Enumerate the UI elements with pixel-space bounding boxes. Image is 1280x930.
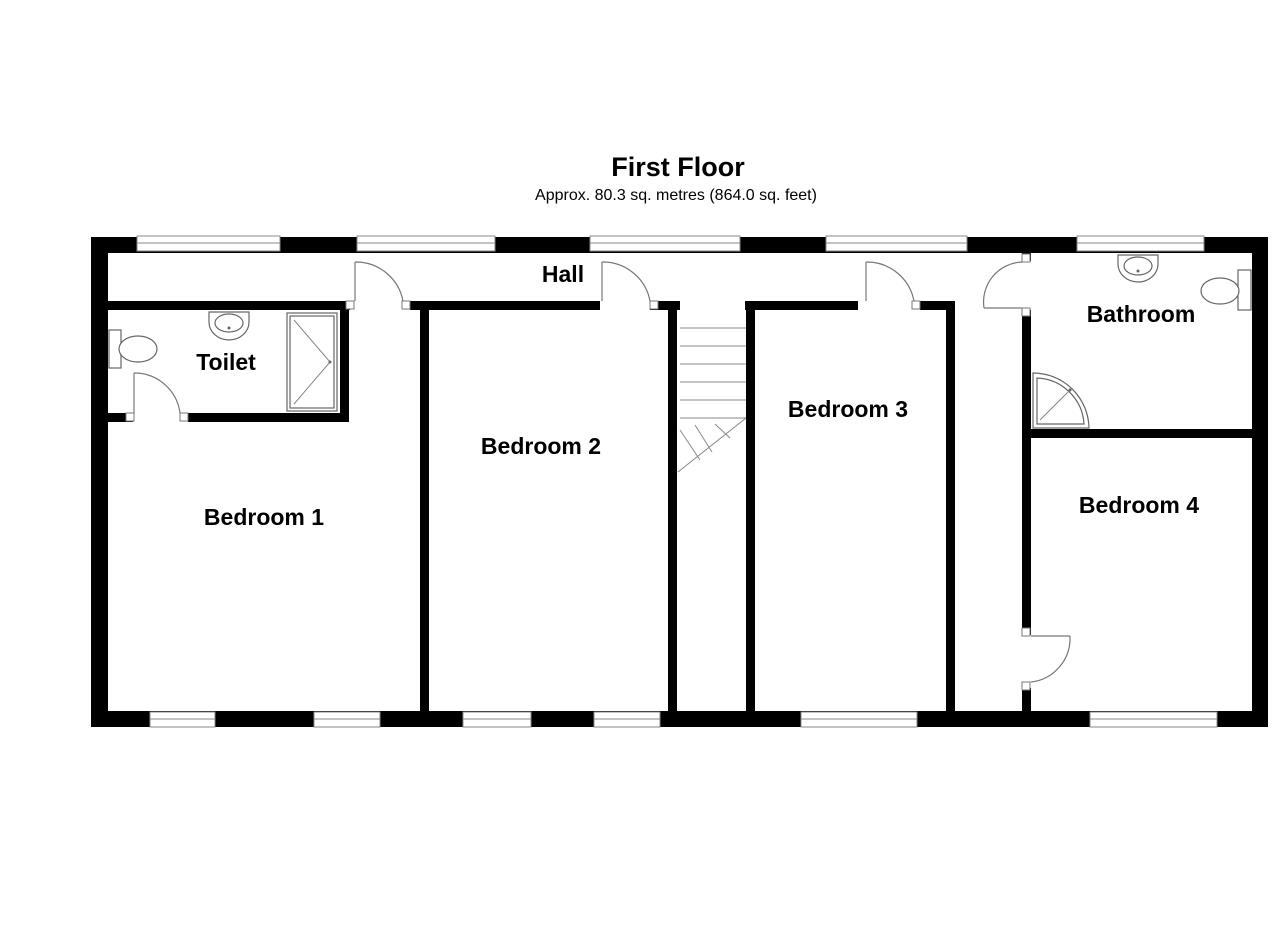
windows-bottom: [149, 711, 1218, 728]
floor-title: First Floor: [611, 152, 745, 182]
room-label-bathroom: Bathroom: [1087, 301, 1196, 327]
doors: [125, 253, 1071, 691]
windows-top: [136, 235, 1205, 252]
room-label-bedroom-1: Bedroom 1: [204, 504, 324, 530]
staircase: [677, 327, 747, 473]
toilet-fixtures: [108, 311, 338, 412]
room-label-bedroom-3: Bedroom 3: [788, 396, 908, 422]
room-label-hall: Hall: [542, 261, 584, 287]
bathroom-fixtures: [1032, 254, 1252, 429]
floor-area: Approx. 80.3 sq. metres (864.0 sq. feet): [535, 187, 817, 204]
room-label-bedroom-4: Bedroom 4: [1079, 492, 1199, 518]
room-label-toilet: Toilet: [196, 349, 256, 375]
room-label-bedroom-2: Bedroom 2: [481, 433, 601, 459]
